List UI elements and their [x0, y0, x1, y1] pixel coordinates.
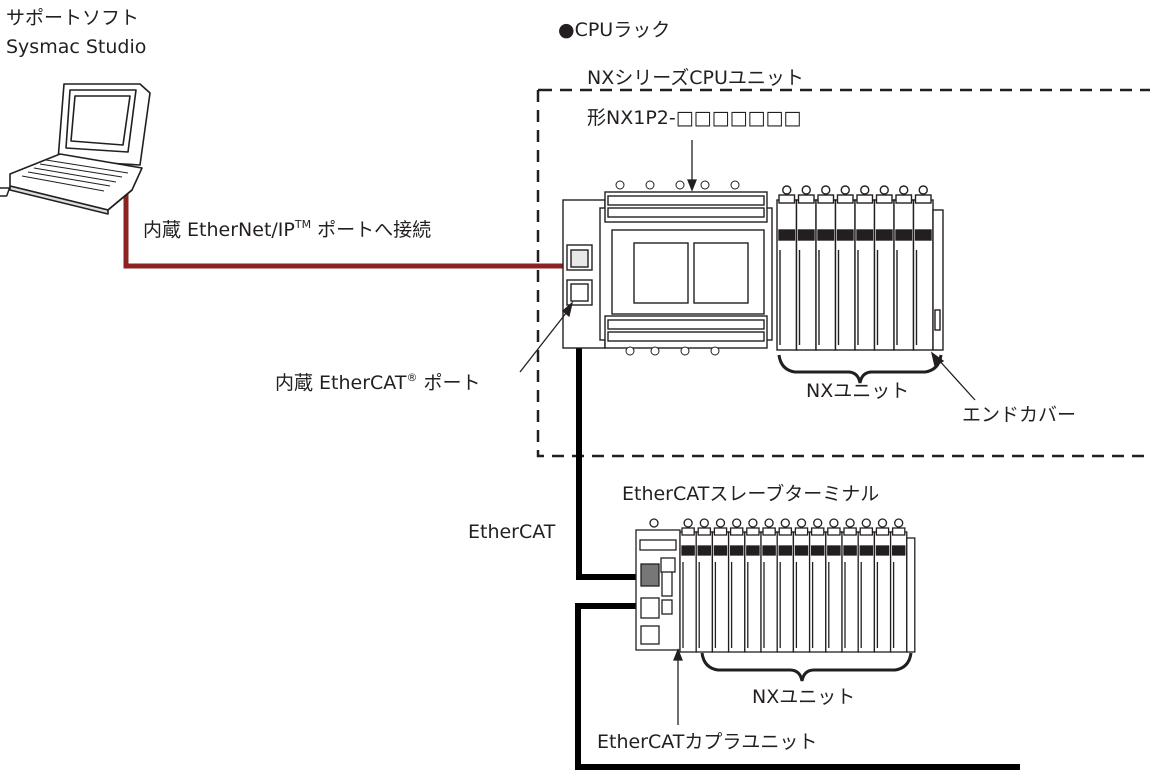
nx-unit-slice [873, 185, 895, 351]
ethercat-cable-label: EtherCAT [468, 521, 556, 543]
ethernet-port-label: 内蔵 EtherNet/IPTM ポートへ接続 [143, 218, 431, 241]
nx-unit-slice [873, 518, 892, 653]
cpu-unit-label: NXシリーズCPUユニット [587, 67, 804, 89]
slave-nx-units [679, 518, 916, 653]
cpu-terminal-screws-top [615, 180, 740, 190]
plc-cpu-unit-icon [562, 180, 773, 356]
coupler-arrowhead [673, 648, 683, 661]
nx-unit-slice [679, 518, 697, 653]
nx-unit-slice [760, 518, 778, 653]
slave-terminal-label: EtherCATスレーブターミナル [622, 482, 879, 505]
nx-unit-slice [854, 185, 876, 351]
ethernet-port-prefix: 内蔵 EtherNet/IP [143, 219, 295, 241]
nx-unit-slice [857, 518, 876, 653]
ethercat-port-prefix: 内蔵 EtherCAT [275, 372, 407, 394]
end-cover-arrowhead [930, 351, 945, 368]
nx-unit-slice [776, 185, 798, 351]
nx-unit-slice [744, 518, 762, 653]
ethercat-port-label: 内蔵 EtherCAT® ポート [275, 371, 480, 394]
ethercat-cable-upper [576, 300, 644, 580]
end-cover [932, 209, 944, 351]
nx-unit-slice [815, 185, 837, 351]
ethercat-port-arrowhead [562, 301, 574, 318]
end-cover [906, 537, 916, 653]
cpu-rack-label: ●CPUラック [558, 19, 670, 41]
nx-unit-slice [912, 185, 934, 351]
ethercat-port-suffix: ポート [417, 372, 480, 394]
nx-unit-slice [776, 518, 795, 653]
support-software-label: サポートソフト [6, 7, 139, 29]
nx-unit-slice [711, 518, 730, 653]
nx-unit-slice [695, 518, 714, 653]
nx-unit-slice [834, 185, 856, 351]
nx-unit-slice [825, 518, 843, 653]
ethercat-coupler-icon [635, 518, 681, 651]
cpu-nx-units [776, 185, 944, 351]
nx-units-brace-top [777, 354, 943, 384]
nx-unit-slice [808, 518, 827, 653]
ethernet-port-suffix: ポートへ接続 [311, 219, 431, 241]
nx-units-brace-bottom [700, 652, 913, 682]
end-cover-label: エンドカバー [962, 404, 1076, 426]
cpu-unit-arrowhead [687, 179, 697, 192]
ethercat-port-pointer [519, 307, 571, 373]
ethernet-ip-cable [123, 192, 578, 269]
cpu-model-label: 形NX1P2-□□□□□□□ [587, 107, 801, 129]
coupler-unit-label: EtherCATカプラユニット [597, 731, 817, 753]
nx-unit-slice [893, 185, 915, 351]
end-cover-pointer [936, 357, 976, 401]
sysmac-studio-label: Sysmac Studio [6, 36, 146, 58]
nx-unit-slice [727, 518, 746, 653]
nx-unit-slice [889, 518, 908, 653]
nx-unit-slice [792, 518, 811, 653]
ethernet-port-tm: TM [294, 218, 311, 231]
nx-unit-slice [795, 185, 817, 351]
ethercat-port-reg: ® [406, 371, 417, 384]
nx-unit-slice [841, 518, 859, 653]
nx-units-bottom-label: NXユニット [752, 686, 855, 708]
nx-units-top-label: NXユニット [806, 380, 909, 402]
ethercat-cable-lower [575, 603, 1020, 770]
cpu-rack-frame [536, 88, 1150, 458]
laptop-icon [0, 83, 151, 215]
